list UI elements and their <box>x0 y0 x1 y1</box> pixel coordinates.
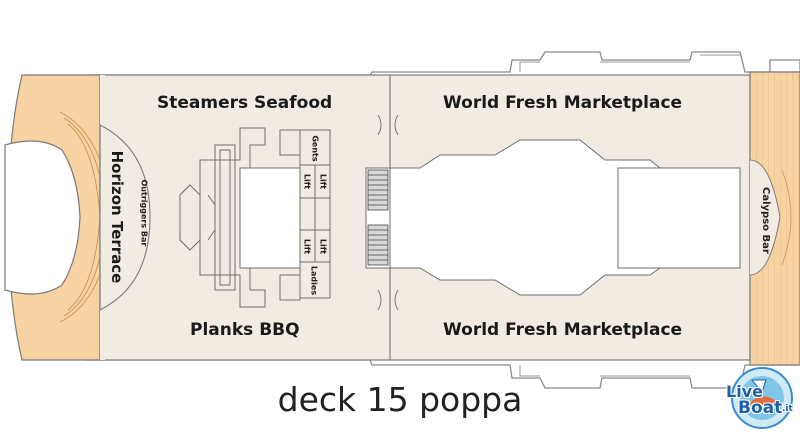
calypso-bar-label: Calypso Bar <box>760 187 771 254</box>
upper-hull-outline <box>85 51 800 76</box>
lift-label-4: Lift <box>318 238 328 255</box>
deck-caption: deck 15 poppa <box>277 380 523 419</box>
lower-hull-outline <box>85 359 800 389</box>
planks-bbq-label: Planks BBQ <box>190 320 300 340</box>
outriggers-bar-label: Outriggers Bar <box>139 179 149 247</box>
horizon-terrace-label: Horizon Terrace <box>108 150 126 284</box>
core-block <box>279 129 331 301</box>
gents-label: Gents <box>310 135 320 162</box>
liveboat-logo: Live Boat .it <box>722 358 798 434</box>
left-servery <box>179 127 301 308</box>
ladies-label: Ladies <box>309 265 319 296</box>
lift-label-3: Lift <box>302 238 312 255</box>
marketplace-bottom-label: World Fresh Marketplace <box>443 320 683 340</box>
marketplace-top-label: World Fresh Marketplace <box>443 93 683 113</box>
lift-label-1: Lift <box>302 173 312 190</box>
logo-word-boat: Boat <box>738 398 783 418</box>
lift-label-2: Lift <box>318 173 328 190</box>
right-servery <box>365 139 741 296</box>
steamers-seafood-label: Steamers Seafood <box>157 93 333 113</box>
logo-suffix: .it <box>782 404 793 414</box>
logo-word-live: Live <box>726 382 763 401</box>
stern-opening <box>4 140 81 295</box>
stairs <box>367 169 389 266</box>
